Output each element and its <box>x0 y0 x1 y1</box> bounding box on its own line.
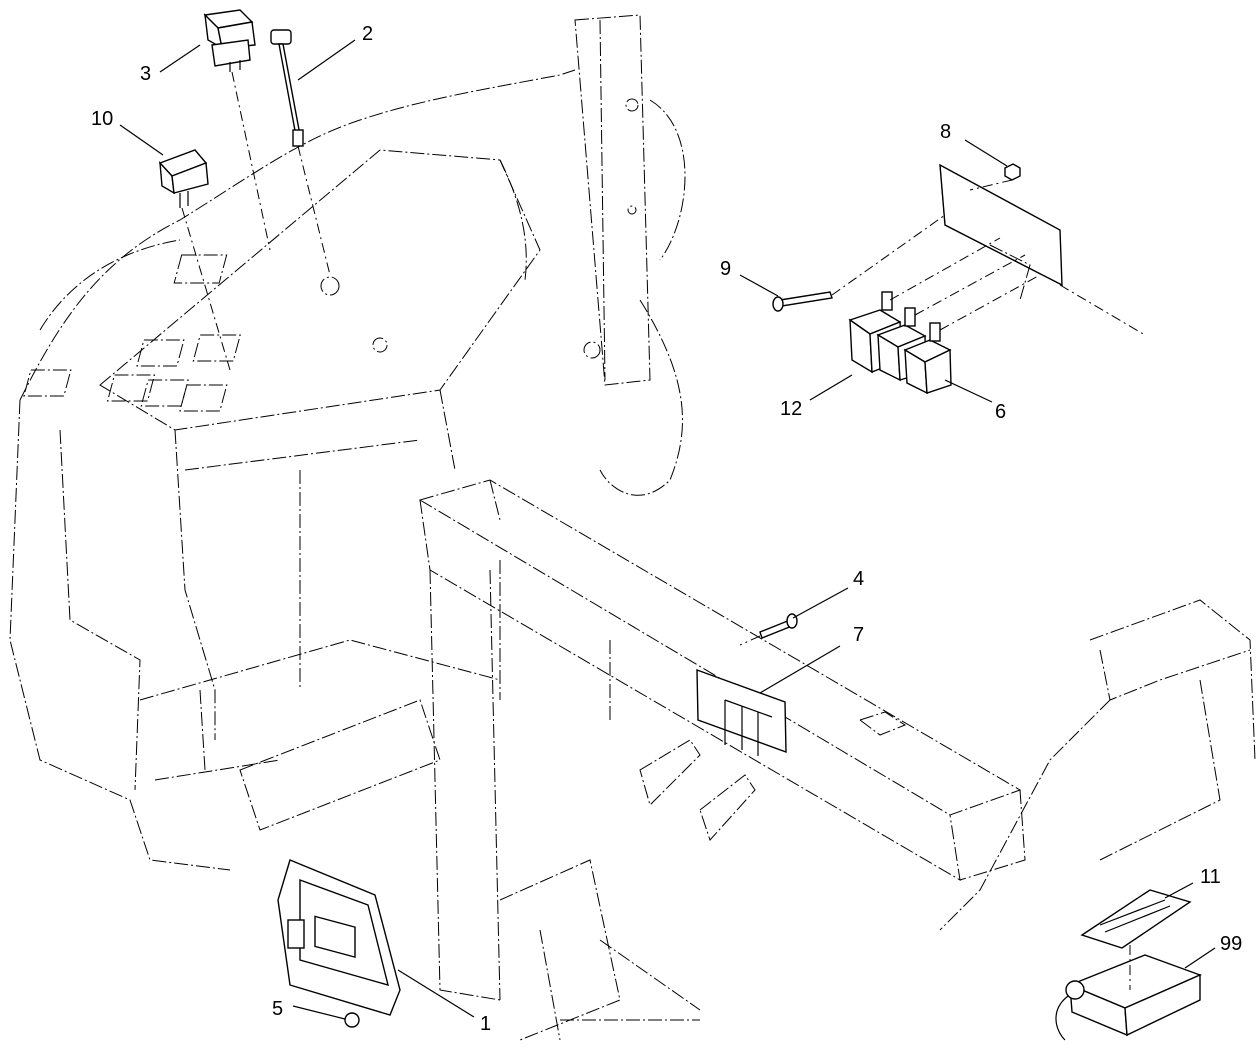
callout-4: 4 <box>853 568 864 590</box>
callout-10: 10 <box>91 108 113 130</box>
nut-part-8 <box>1004 163 1021 181</box>
callout-7: 7 <box>853 624 864 646</box>
label-part-11 <box>1080 889 1192 949</box>
callout-8: 8 <box>940 121 951 143</box>
callout-11: 11 <box>1200 866 1221 888</box>
callout-12: 12 <box>780 398 802 420</box>
callout-9: 9 <box>720 258 731 280</box>
callout-3: 3 <box>140 63 151 85</box>
callout-6: 6 <box>995 401 1006 423</box>
callout-99: 99 <box>1220 933 1242 955</box>
decal-part-7 <box>696 668 787 756</box>
relay-mounting-bracket <box>939 163 1063 301</box>
alignment-lines <box>181 71 1146 990</box>
bolt-part-4 <box>759 613 798 639</box>
rocker-switch-part-10 <box>158 149 209 208</box>
bolt-part-9 <box>772 291 833 312</box>
phantom-frame <box>9 14 1256 1041</box>
callout-5: 5 <box>272 998 283 1020</box>
callout-labels: 1 2 3 4 5 6 7 8 9 10 11 12 99 <box>91 23 1242 1035</box>
relay-part-6 <box>903 322 952 395</box>
rocker-switch-part-3 <box>203 9 256 72</box>
callout-1: 1 <box>480 1013 491 1035</box>
screw-part-5 <box>344 1012 360 1028</box>
leader-lines <box>119 39 1216 1020</box>
callout-2: 2 <box>362 23 373 45</box>
controller-module-part-1 <box>277 859 401 1016</box>
indicator-light-part-2 <box>270 29 304 147</box>
kit-part-99 <box>1055 954 1202 1041</box>
